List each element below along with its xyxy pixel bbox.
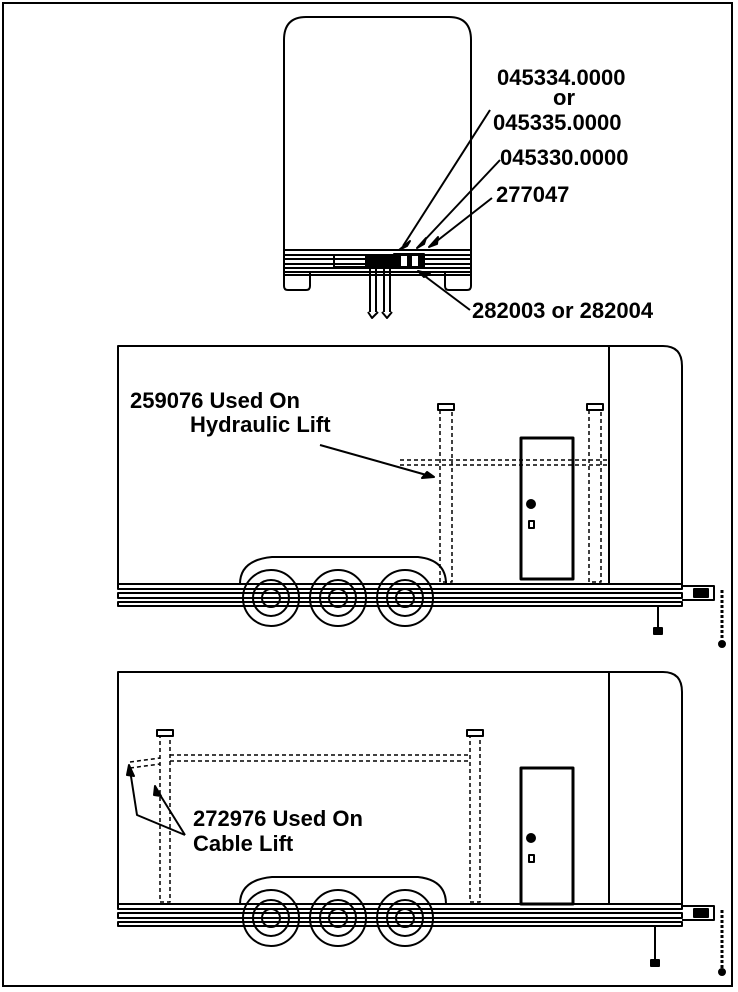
cable-trailer [117,671,726,976]
part-label-277047: 277047 [496,182,570,207]
hydraulic-trailer [117,345,726,648]
part-label-282003: 282003 or 282004 [472,298,654,323]
rear-view-trailer [283,16,472,319]
hydraulic-wheels [242,569,434,627]
rear-view-leaders [398,109,501,311]
cable-wheels [242,889,434,947]
part-label-045330: 045330.0000 [500,145,629,170]
hydraulic-label-line2: Hydraulic Lift [190,412,331,437]
cable-label-line2: Cable Lift [193,831,294,856]
part-label-045334: 045334.0000 [497,65,626,90]
hydraulic-label-line1: 259076 Used On [130,388,300,413]
cable-label-line1: 272976 Used On [193,806,363,831]
or-label: or [553,85,575,110]
part-label-045335: 045335.0000 [493,110,622,135]
